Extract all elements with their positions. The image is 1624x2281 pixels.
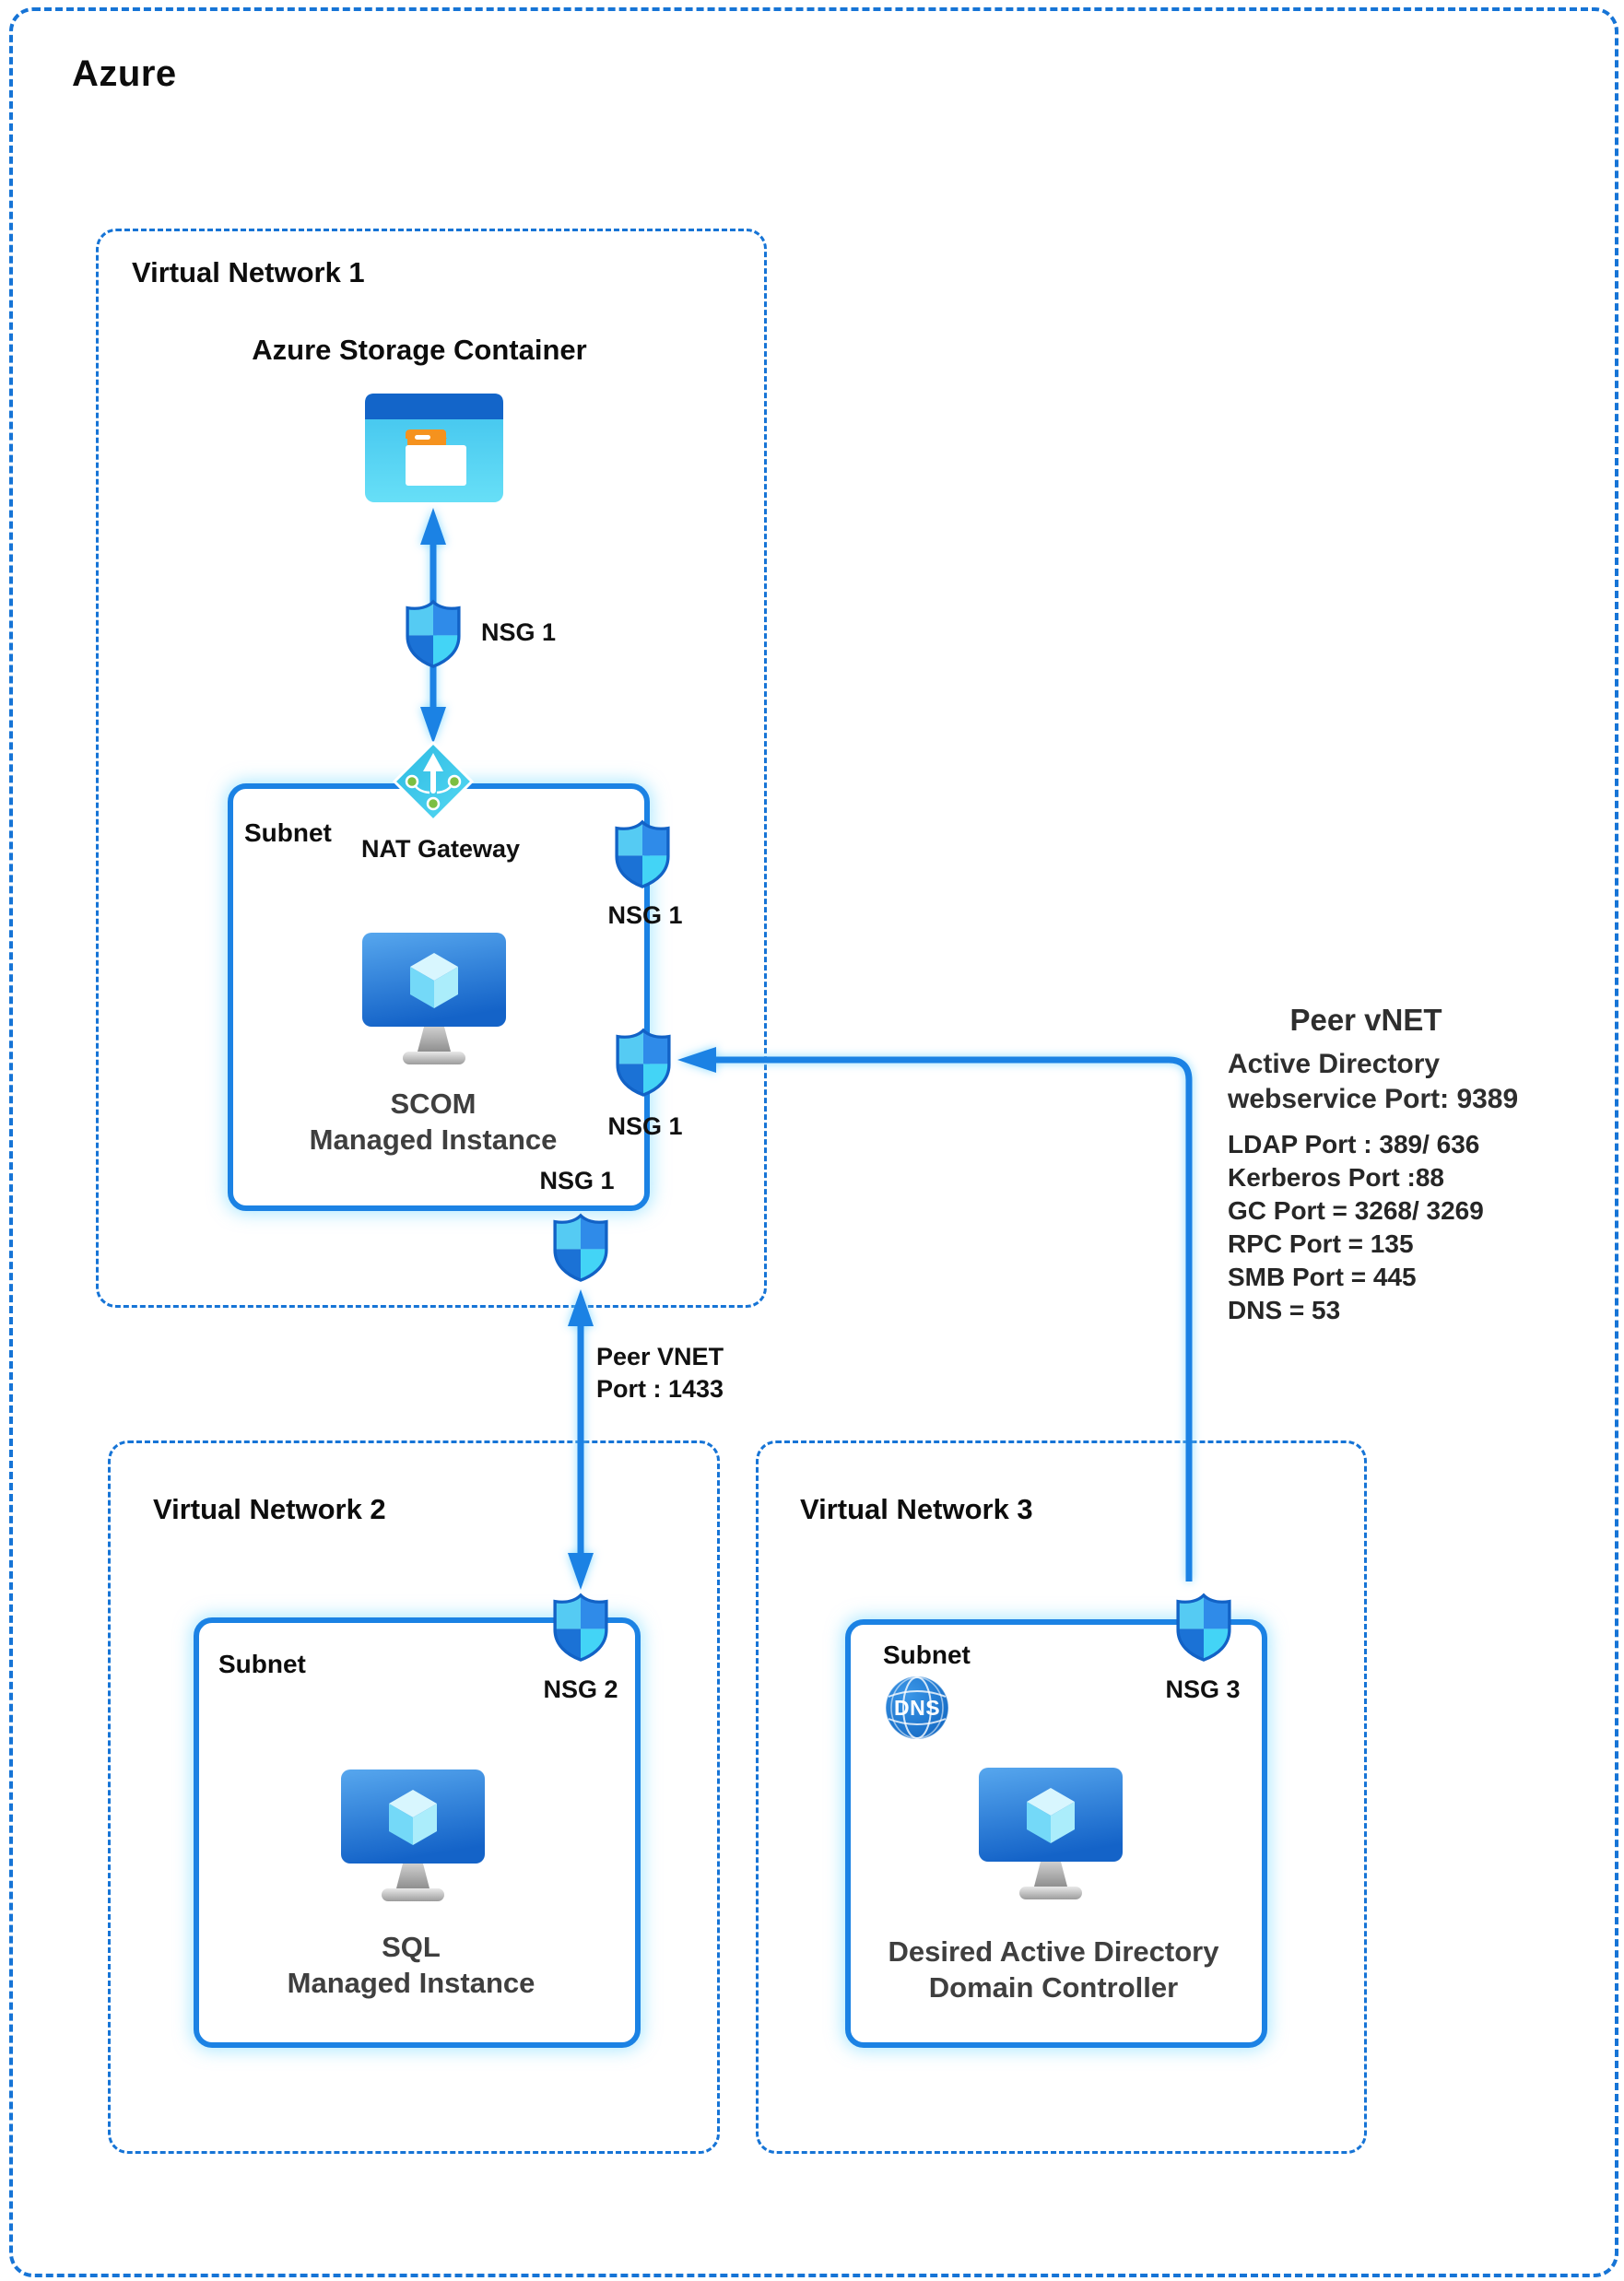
sql-caption-line2: Managed Instance [287,1967,535,1999]
port-item-smb: SMB Port = 445 [1228,1263,1417,1291]
sql-caption-line1: SQL [382,1931,441,1963]
virtual-network-2-boundary [108,1440,720,2154]
nsg1-label-edge-top: NSG 1 [607,901,683,929]
port-item-ldap: LDAP Port : 389/ 636 [1228,1130,1480,1158]
nsg1-shield-icon-subnet-bottom [552,1213,609,1282]
nsg1-shield-icon-subnet-edge-middle [615,1028,672,1097]
virtual-network-1-boundary [96,229,767,1308]
ad-domain-controller-vm-icon [977,1766,1124,1904]
port-item-kerberos: Kerberos Port :88 [1228,1163,1444,1192]
ad-caption-line2: Domain Controller [928,1971,1179,2004]
storage-container-label: Azure Storage Container [252,334,587,366]
vnet2-label: Virtual Network 2 [153,1493,386,1525]
nat-gateway-label: NAT Gateway [361,835,521,863]
peer-vnet-left-line1: Peer VNET [596,1343,724,1370]
vnet1-subnet-label: Subnet [244,818,332,847]
sql-managed-instance-vm-icon [339,1768,487,1906]
nsg2-shield-icon [552,1593,609,1662]
nsg3-label: NSG 3 [1165,1675,1241,1703]
vnet2-subnet-label: Subnet [218,1650,306,1678]
azure-cloud-boundary [9,7,1618,2277]
nsg1-label-storage-path: NSG 1 [481,618,557,646]
ad-caption-line1: Desired Active Directory [888,1935,1219,1968]
scom-managed-instance-vm-icon [360,931,508,1069]
nsg2-label: NSG 2 [543,1675,618,1703]
azure-storage-container-icon [365,394,503,502]
nsg3-shield-icon [1175,1593,1232,1662]
dns-icon-label: DNS [893,1696,941,1720]
nsg1-label-bottom: NSG 1 [539,1167,615,1194]
peer-vnet-sub1: Active Directory [1228,1049,1441,1079]
peer-vnet-left-line2: Port : 1433 [596,1375,724,1403]
scom-caption-line2: Managed Instance [309,1123,558,1156]
nsg1-label-edge-middle: NSG 1 [607,1112,683,1140]
port-item-gc: GC Port = 3268/ 3269 [1228,1196,1484,1225]
vnet3-subnet-label: Subnet [883,1640,971,1669]
peer-vnet-ports-list: LDAP Port : 389/ 636 Kerberos Port :88 G… [1228,1128,1484,1327]
nat-gateway-icon [392,740,475,823]
peer-vnet-sub2: webservice Port: 9389 [1228,1084,1519,1114]
nsg1-shield-icon-storage-path [405,599,462,668]
vnet1-label: Virtual Network 1 [132,256,365,288]
port-item-rpc: RPC Port = 135 [1228,1229,1414,1258]
peer-vnet-heading: Peer vNET [1289,1003,1442,1037]
nsg1-shield-icon-subnet-edge-top [614,819,671,888]
scom-caption-line1: SCOM [390,1088,477,1120]
azure-title: Azure [72,53,177,94]
vnet3-label: Virtual Network 3 [800,1493,1033,1525]
port-item-dns: DNS = 53 [1228,1296,1341,1324]
